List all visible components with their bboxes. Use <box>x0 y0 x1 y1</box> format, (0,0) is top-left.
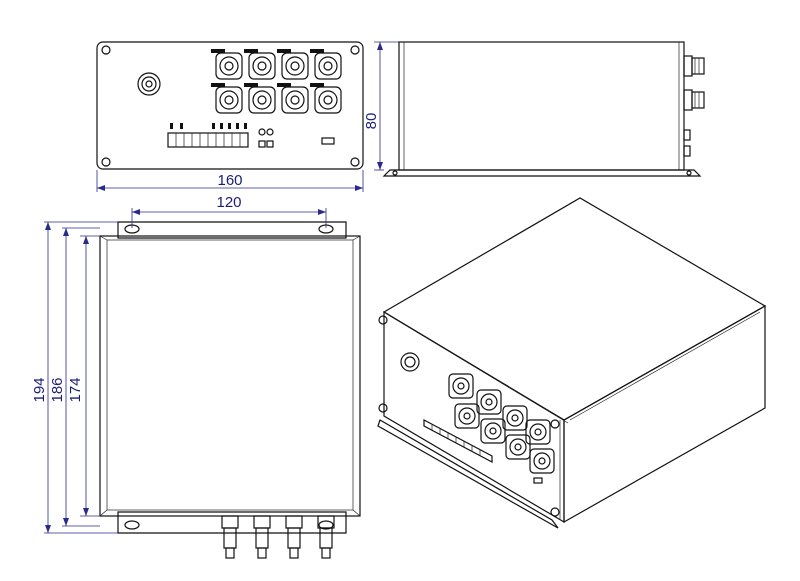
dimension-label-194: 194 <box>31 377 48 402</box>
terminal-block <box>167 123 249 148</box>
dimension-label-120: 120 <box>216 194 241 211</box>
isometric-view <box>377 197 767 529</box>
top-view <box>44 208 361 559</box>
dimension-label-80: 80 <box>363 113 380 130</box>
power-connector-icon <box>137 72 161 96</box>
dimension-hole-spacing <box>131 208 327 228</box>
bnc-connectors-front <box>211 49 342 114</box>
dimension-186 <box>62 227 100 527</box>
bottom-connectors <box>221 515 335 559</box>
dimension-194 <box>44 221 118 534</box>
dimension-width <box>96 170 364 192</box>
side-view <box>374 41 705 177</box>
dimension-label-160: 160 <box>217 172 242 189</box>
dimension-label-174: 174 <box>67 377 84 402</box>
dimension-label-186: 186 <box>49 377 66 402</box>
dimension-174 <box>80 235 100 517</box>
front-view <box>96 41 364 192</box>
bnc-connectors-iso <box>448 373 555 474</box>
side-connectors <box>683 55 705 157</box>
dimension-height <box>374 41 399 171</box>
